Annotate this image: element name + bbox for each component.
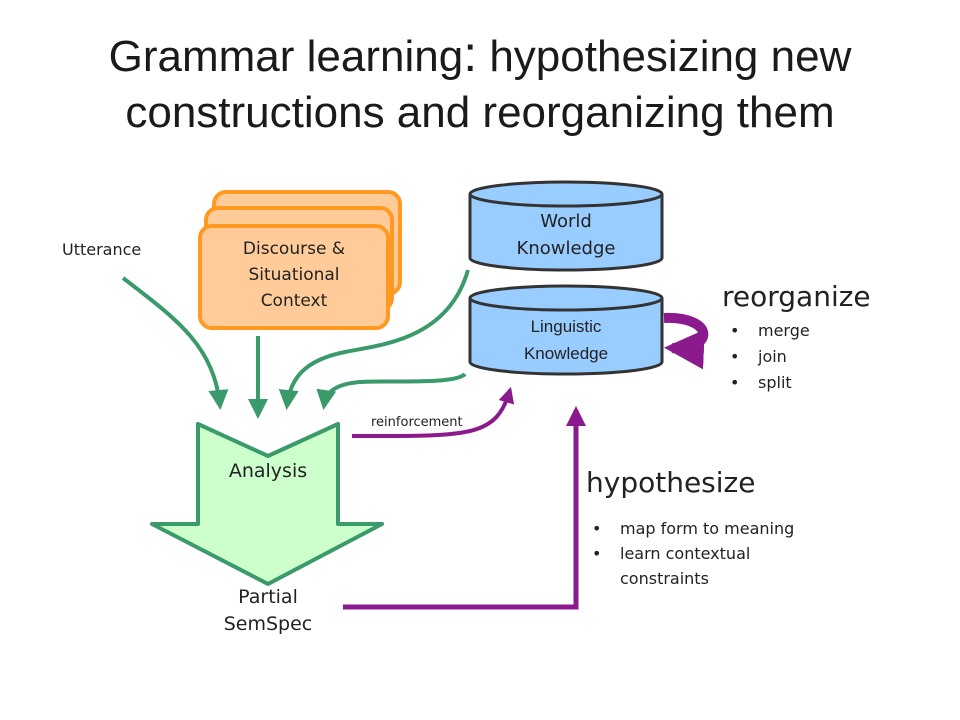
hypothesize-arrow (343, 406, 586, 610)
hypothesize-item-map: map form to meaning (592, 516, 810, 541)
slide-title: Grammar learning: hypothesizing new cons… (0, 26, 960, 141)
linguistic-line1: Linguistic (530, 317, 602, 336)
discourse-label: Discourse & Situational Context (200, 236, 388, 314)
linguistic-knowledge-label: Linguistic Knowledge (470, 313, 662, 367)
world-knowledge-label: World Knowledge (470, 208, 662, 262)
world-line2: Knowledge (516, 238, 616, 259)
discourse-context-stack (198, 190, 402, 330)
partial-line2: SemSpec (223, 613, 313, 635)
discourse-line1: Discourse & (242, 239, 346, 259)
reinforcement-label: reinforcement (371, 415, 463, 430)
partial-semspec-label: Partial SemSpec (198, 584, 338, 638)
utterance-arrow (121, 276, 229, 410)
reorganize-item-split: split (730, 370, 810, 396)
title-line2: constructions and reorganizing them (125, 88, 835, 137)
world-line1: World (540, 211, 592, 232)
discourse-line3: Context (260, 291, 328, 311)
linguistic-knowledge-cylinder (468, 284, 664, 376)
world-knowledge-arrow (278, 269, 470, 410)
linguistic-line2: Knowledge (523, 344, 609, 363)
discourse-box-front (198, 224, 390, 330)
hypothesize-item-learn: learn contextual constraints (592, 541, 820, 591)
utterance-label: Utterance (62, 240, 142, 259)
title-main: Grammar learning (108, 32, 464, 81)
reorganize-loop-arrow (663, 312, 709, 370)
reinforcement-arrow (351, 386, 515, 439)
hypothesize-list: map form to meaning learn contextual con… (592, 516, 822, 591)
linguistic-knowledge-arrow (316, 372, 467, 410)
analysis-shape (150, 422, 384, 586)
title-rest: hypothesizing new (477, 32, 852, 81)
reorganize-item-merge: merge (730, 318, 810, 344)
title-colon: : (463, 26, 478, 82)
world-knowledge-cylinder (468, 180, 664, 272)
partial-line1: Partial (238, 586, 298, 608)
reorganize-heading: reorganize (722, 280, 871, 313)
discourse-line2: Situational (248, 265, 340, 285)
reorganize-list: merge join split (730, 318, 810, 396)
reorganize-item-join: join (730, 344, 810, 370)
analysis-label: Analysis (228, 460, 308, 482)
hypothesize-heading: hypothesize (586, 466, 756, 499)
